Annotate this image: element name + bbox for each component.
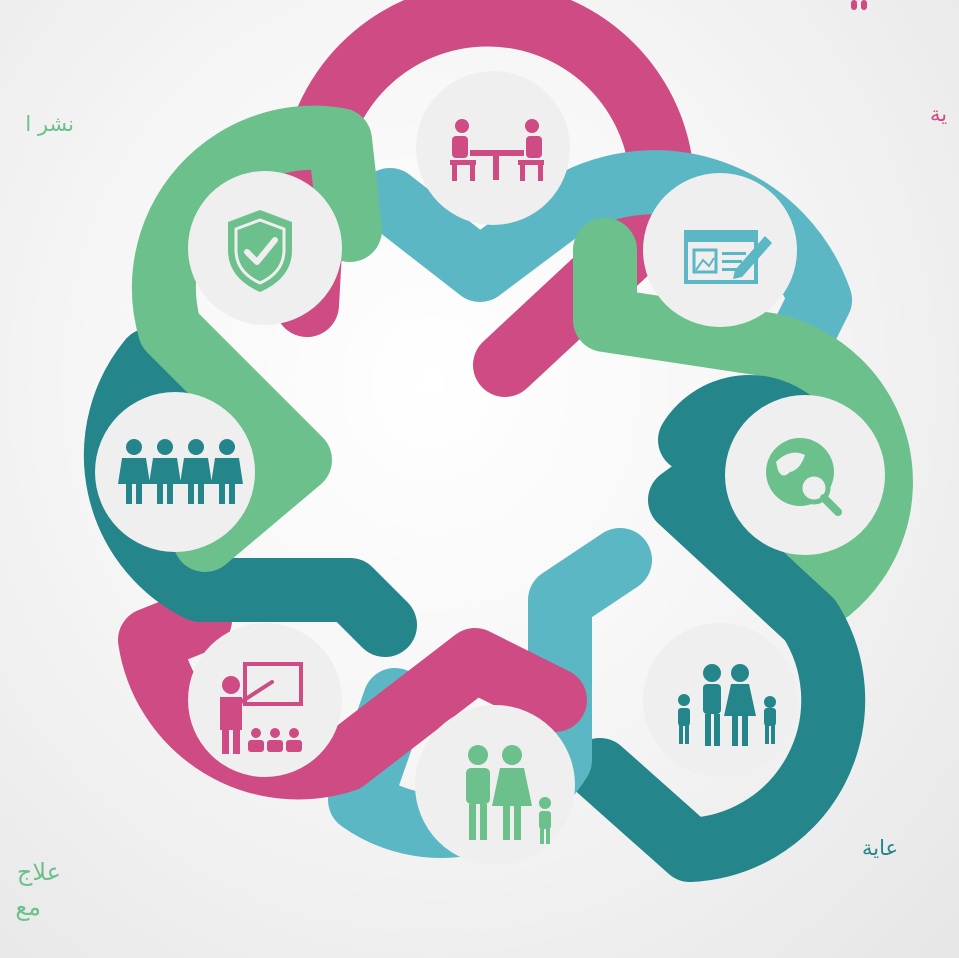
node-circle-top-right xyxy=(643,173,797,327)
group-people-icon xyxy=(118,439,243,504)
label-bottom-right: عاية xyxy=(862,836,899,860)
node-circle-top xyxy=(416,71,570,225)
parents-child-icon xyxy=(466,745,551,844)
globe-search-icon xyxy=(766,438,842,516)
ribbon-green-top-left xyxy=(131,105,382,572)
label-top-left: نشر ا xyxy=(25,112,74,136)
decorative-marks xyxy=(851,0,867,10)
ribbon-teal-dark-right xyxy=(568,375,866,882)
node-circle-bottom xyxy=(415,705,575,865)
node-circle-bottom-left xyxy=(188,623,342,777)
family-icon xyxy=(678,664,776,746)
label-bottom-left-line2: مع xyxy=(15,893,41,921)
article-edit-icon xyxy=(684,230,772,284)
shield-check-icon xyxy=(228,210,292,292)
ribbon-pink-top xyxy=(275,0,692,397)
meeting-icon xyxy=(450,119,544,181)
label-bottom-left-line1: علاج xyxy=(16,858,61,886)
teacher-presentation-icon xyxy=(220,662,303,754)
label-top-right: ية xyxy=(930,102,948,126)
